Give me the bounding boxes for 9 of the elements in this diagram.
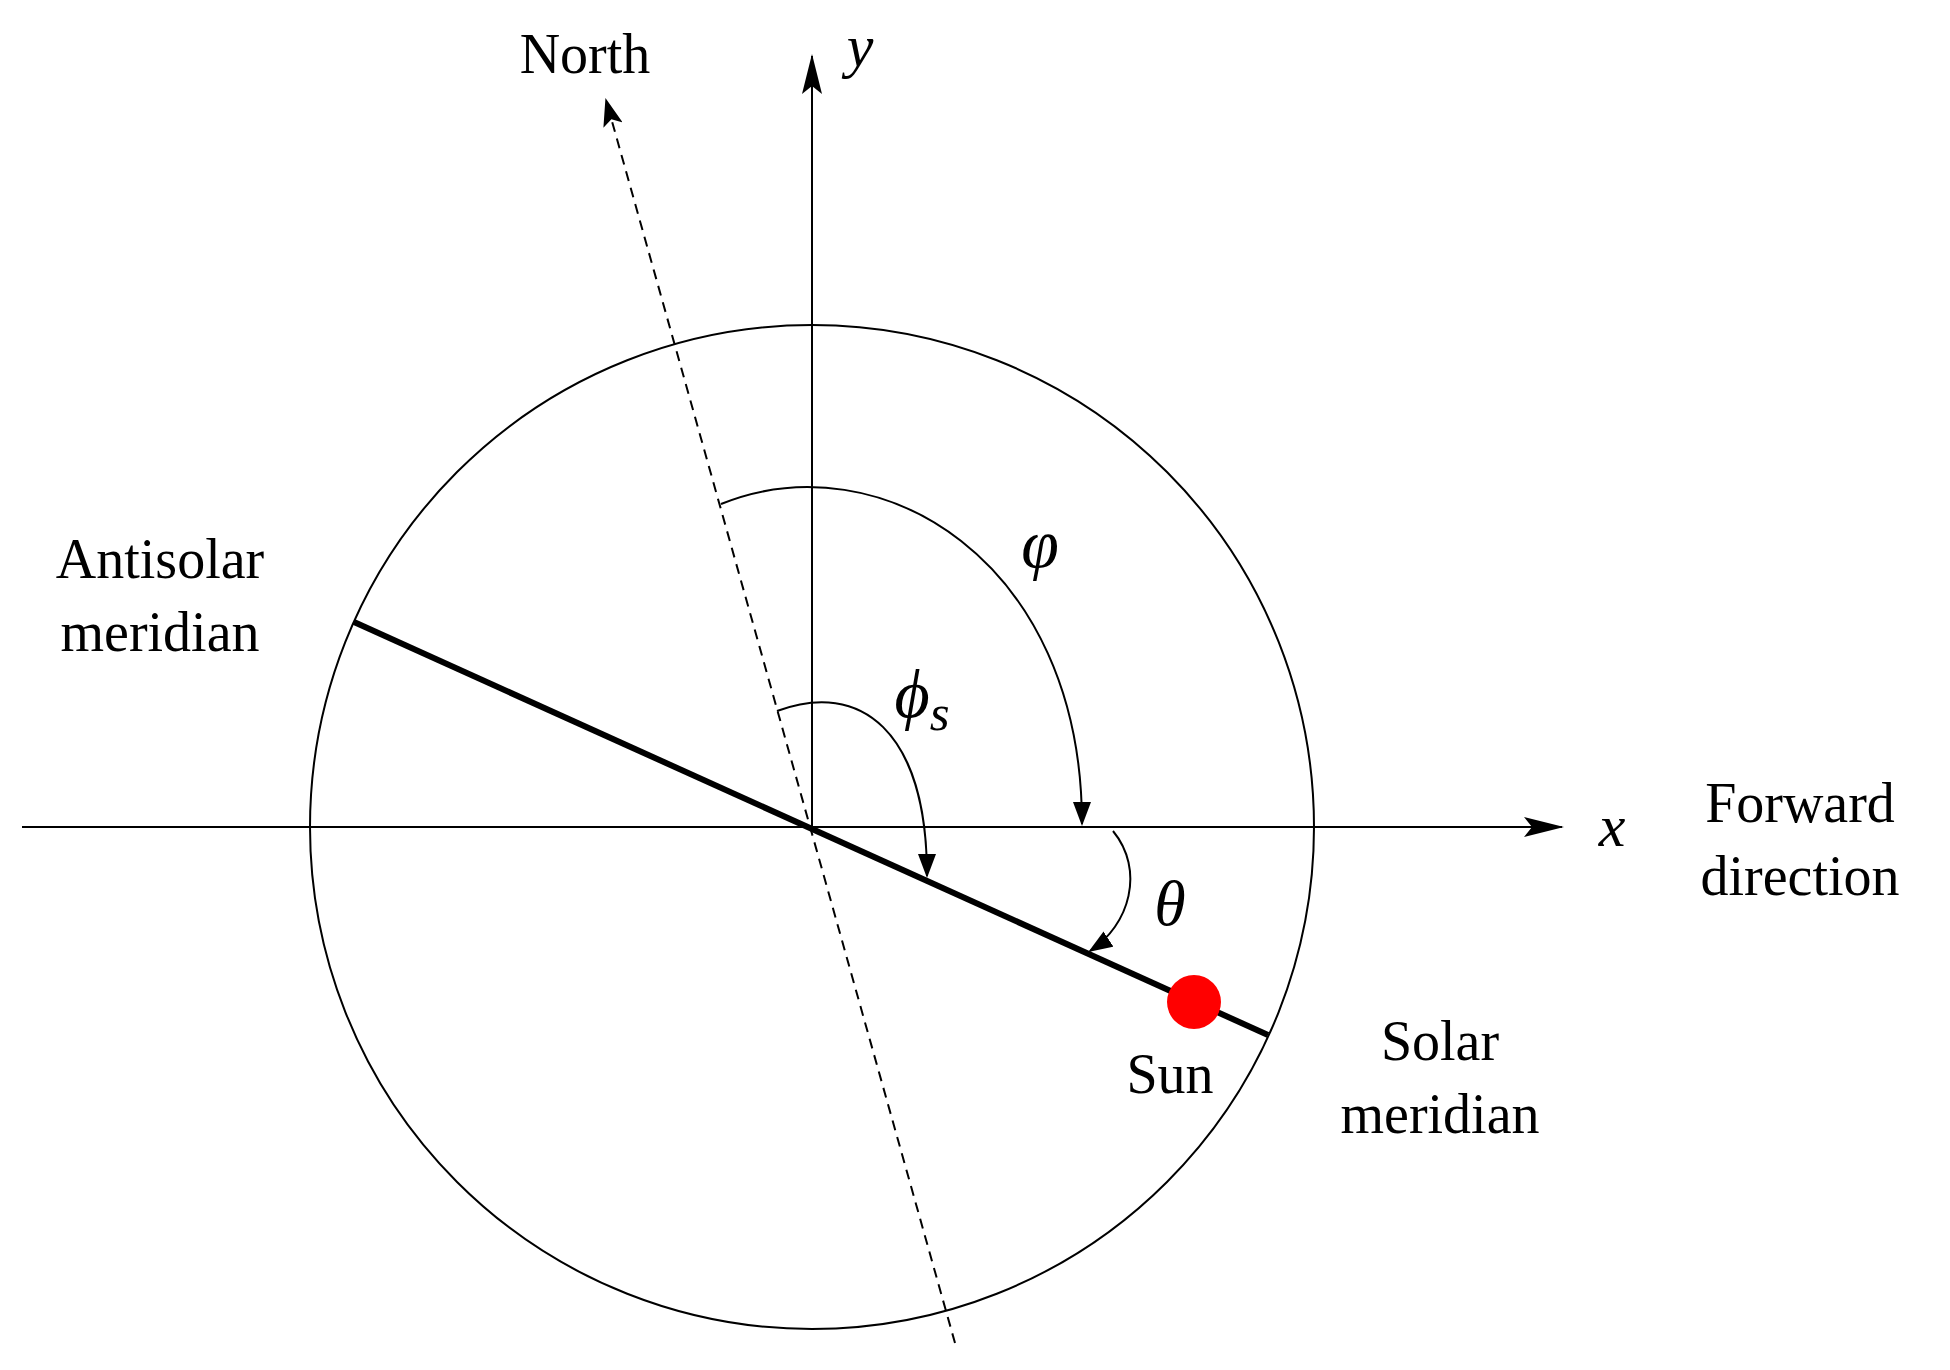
meridian-label: Antisolar meridian <box>54 527 266 665</box>
angle-label: φ <box>1021 505 1059 584</box>
axis-label: x <box>1598 792 1626 861</box>
angle-label: ϕ$_{s}$ <box>894 655 950 743</box>
angle-label: θ <box>1154 867 1186 941</box>
meridian-label: Solar meridian <box>1339 1009 1541 1147</box>
sun-label: Sun <box>1126 1042 1214 1107</box>
direction-label: North <box>519 22 651 87</box>
direction-label: Forward direction <box>1699 771 1901 909</box>
